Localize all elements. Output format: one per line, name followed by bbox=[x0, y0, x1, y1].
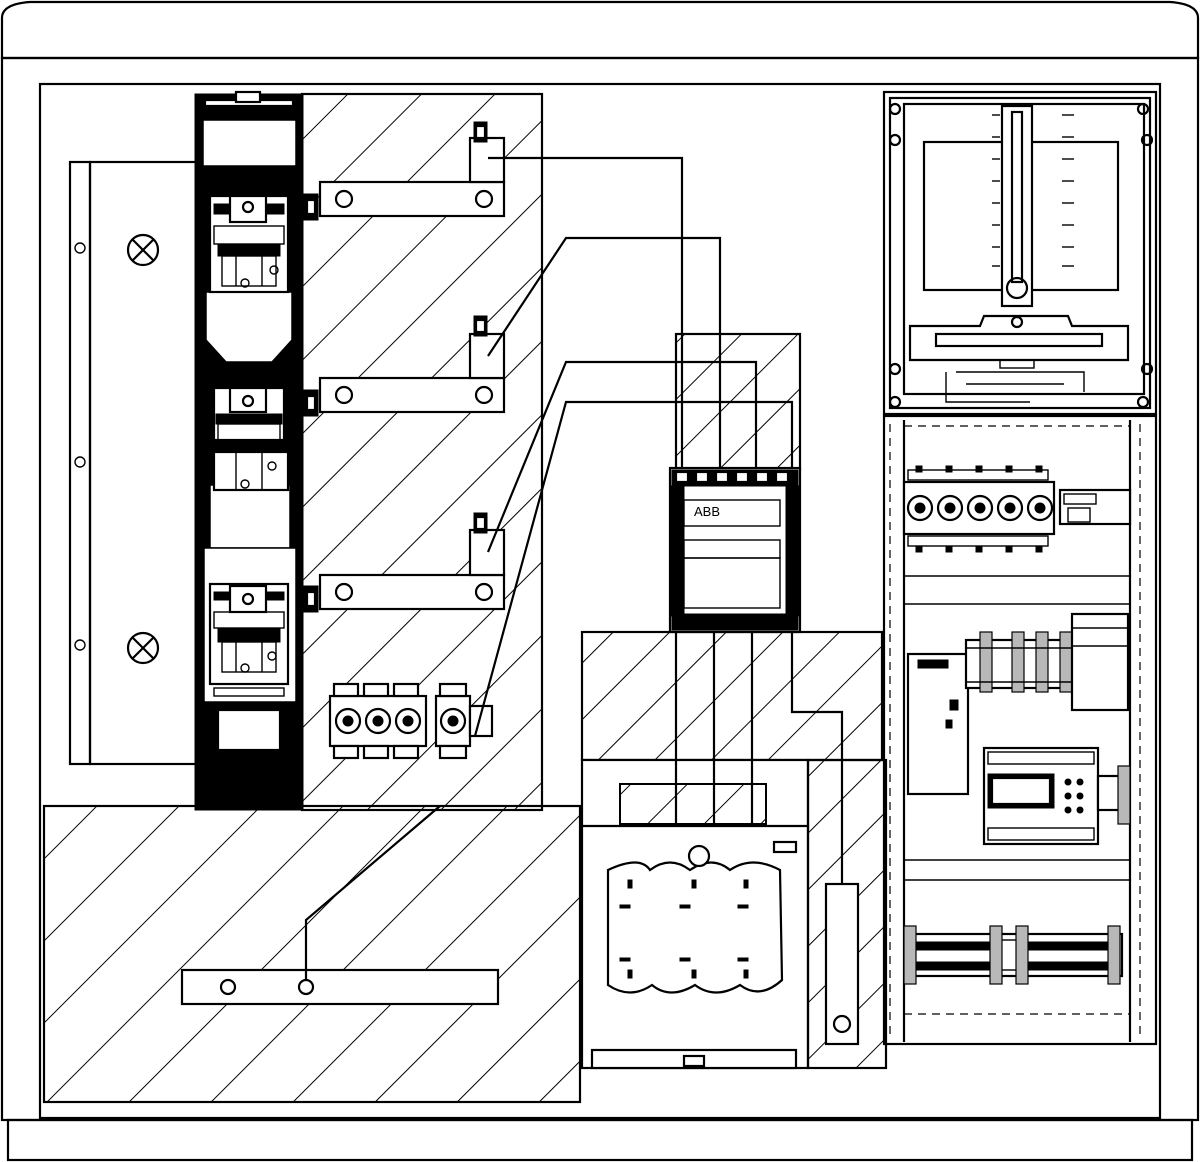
circuit-breaker: ABB bbox=[668, 466, 802, 634]
fuse-holder-middle bbox=[212, 386, 290, 492]
center-duct-hatched bbox=[580, 630, 884, 762]
din-rail-panel bbox=[882, 414, 1158, 1046]
fuse-holder-upper bbox=[208, 194, 290, 294]
fuse-holder-lower bbox=[208, 582, 290, 697]
din-row-3-terminals bbox=[903, 925, 1124, 985]
side-duct-hatched bbox=[806, 758, 888, 1070]
din-row-2-modules bbox=[906, 612, 1131, 846]
cross-screw-icon bbox=[126, 631, 160, 665]
cross-screw-icon bbox=[126, 233, 160, 267]
terminal-block-main bbox=[328, 682, 494, 760]
busbar-l1 bbox=[318, 121, 506, 218]
scale-ticks bbox=[992, 114, 1074, 267]
left-mounting-plate bbox=[68, 160, 202, 766]
cable-compartment-hatched bbox=[42, 804, 582, 1104]
din-row-1-breakers bbox=[902, 465, 1132, 553]
wiring-lower bbox=[674, 632, 754, 826]
busbar-l2 bbox=[318, 315, 506, 414]
transformer-unit bbox=[580, 758, 810, 1070]
transformer-marks bbox=[619, 879, 749, 979]
busbar-l3 bbox=[318, 512, 506, 611]
breaker-cover-hatched bbox=[674, 332, 802, 472]
breaker-brand-label: ABB bbox=[694, 504, 720, 519]
meter-panel bbox=[882, 90, 1158, 416]
busbar-clamps bbox=[303, 193, 319, 613]
